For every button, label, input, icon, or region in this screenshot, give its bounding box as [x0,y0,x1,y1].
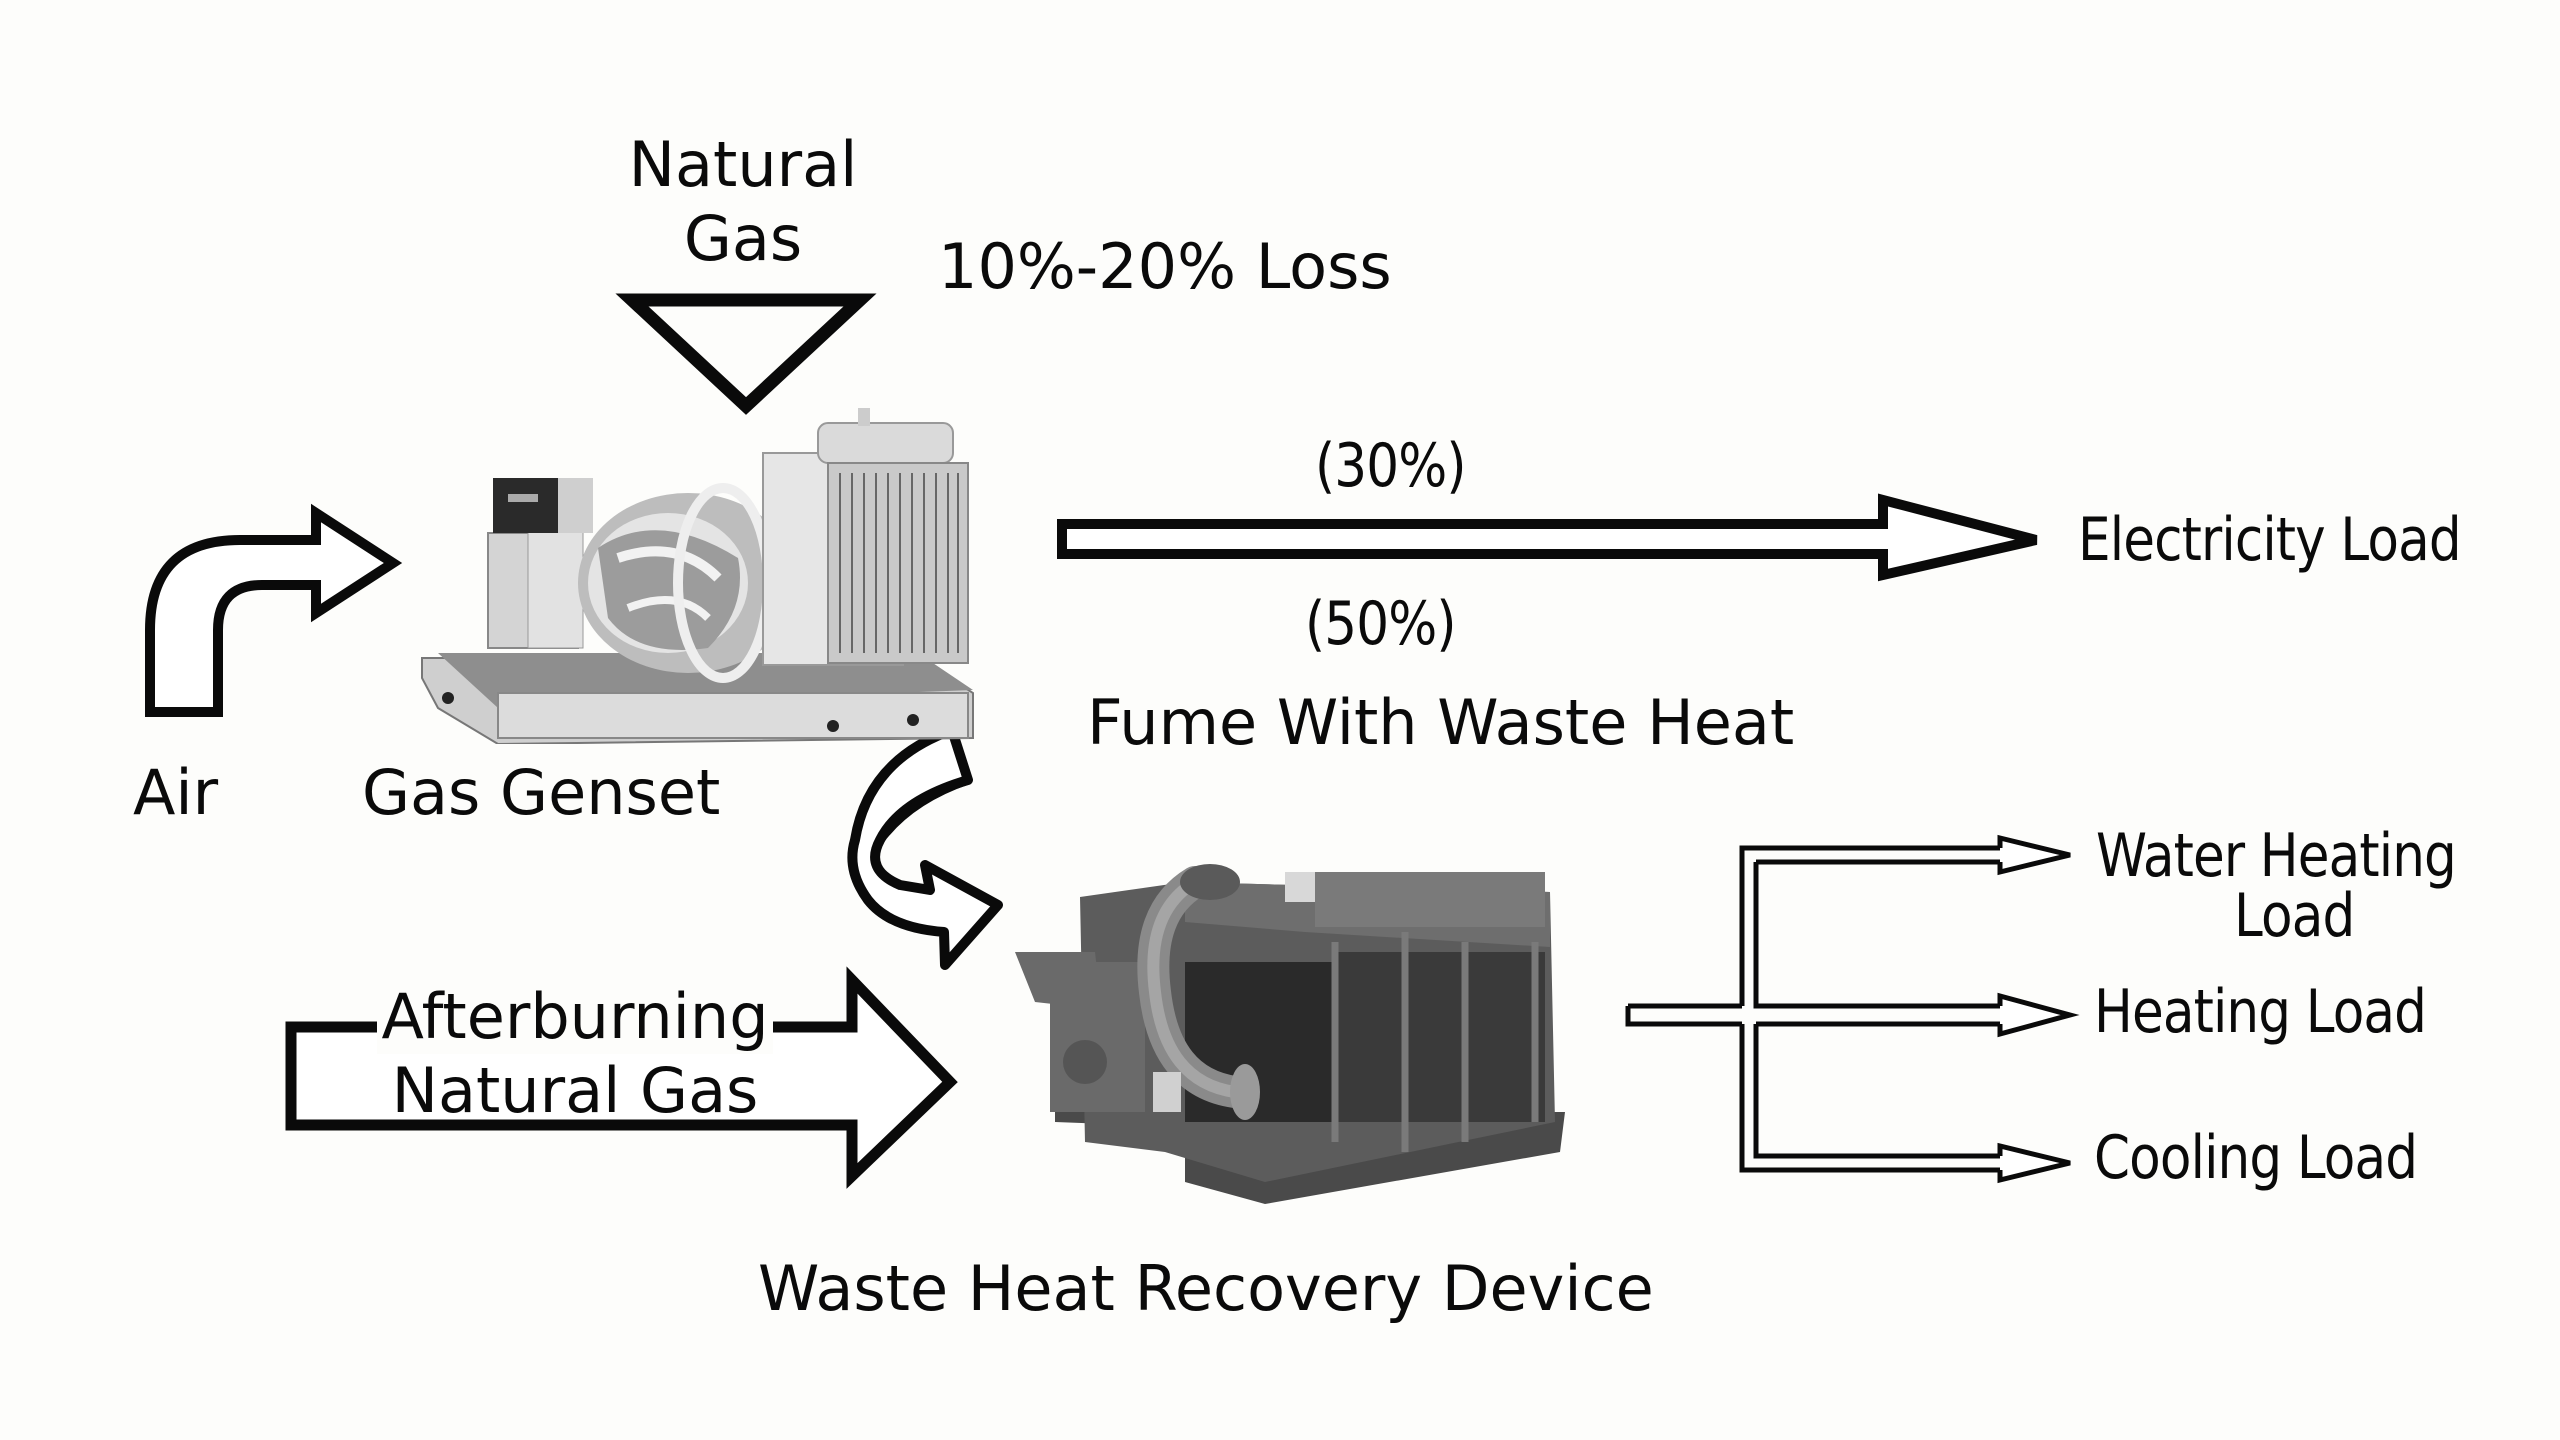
water-heating-line1: Water Heating [2096,821,2457,891]
natural-gas-label-line2: Gas [683,202,803,275]
cooling-load-label: Cooling Load [2094,1123,2418,1193]
air-label: Air [133,756,219,829]
fume-share-label: (50%) [1305,589,1457,659]
gas-genset-image [421,408,974,744]
heating-load-label: Heating Load [2094,977,2427,1047]
afterburning-gas-label: Afterburning Natural Gas [340,980,810,1128]
waste-heat-recovery-device-label: Waste Heat Recovery Device [758,1252,1654,1325]
water-heating-load-label: Water Heating Load [2096,826,2560,946]
natural-gas-inlet-triangle [615,293,877,415]
gas-genset-label: Gas Genset [362,756,721,829]
water-heating-line2: Load [2234,881,2355,951]
afterburning-label-line1: Afterburning [377,980,773,1054]
loss-label: 10%-20% Loss [938,230,1392,303]
fume-with-waste-heat-label: Fume With Waste Heat [1087,686,1795,759]
afterburning-label-line2: Natural Gas [391,1054,759,1127]
air-inlet-arrow [145,503,403,717]
waste-heat-recovery-device-image [1015,864,1565,1204]
electricity-share-label: (30%) [1315,431,1467,501]
fume-transfer-arrow [847,725,1003,970]
natural-gas-label-line1: Natural [628,128,858,201]
natural-gas-label: Natural Gas [603,128,883,276]
heat-output-branches [1625,834,2080,1184]
electricity-arrow [1057,493,2038,582]
electricity-load-label: Electricity Load [2078,505,2462,575]
